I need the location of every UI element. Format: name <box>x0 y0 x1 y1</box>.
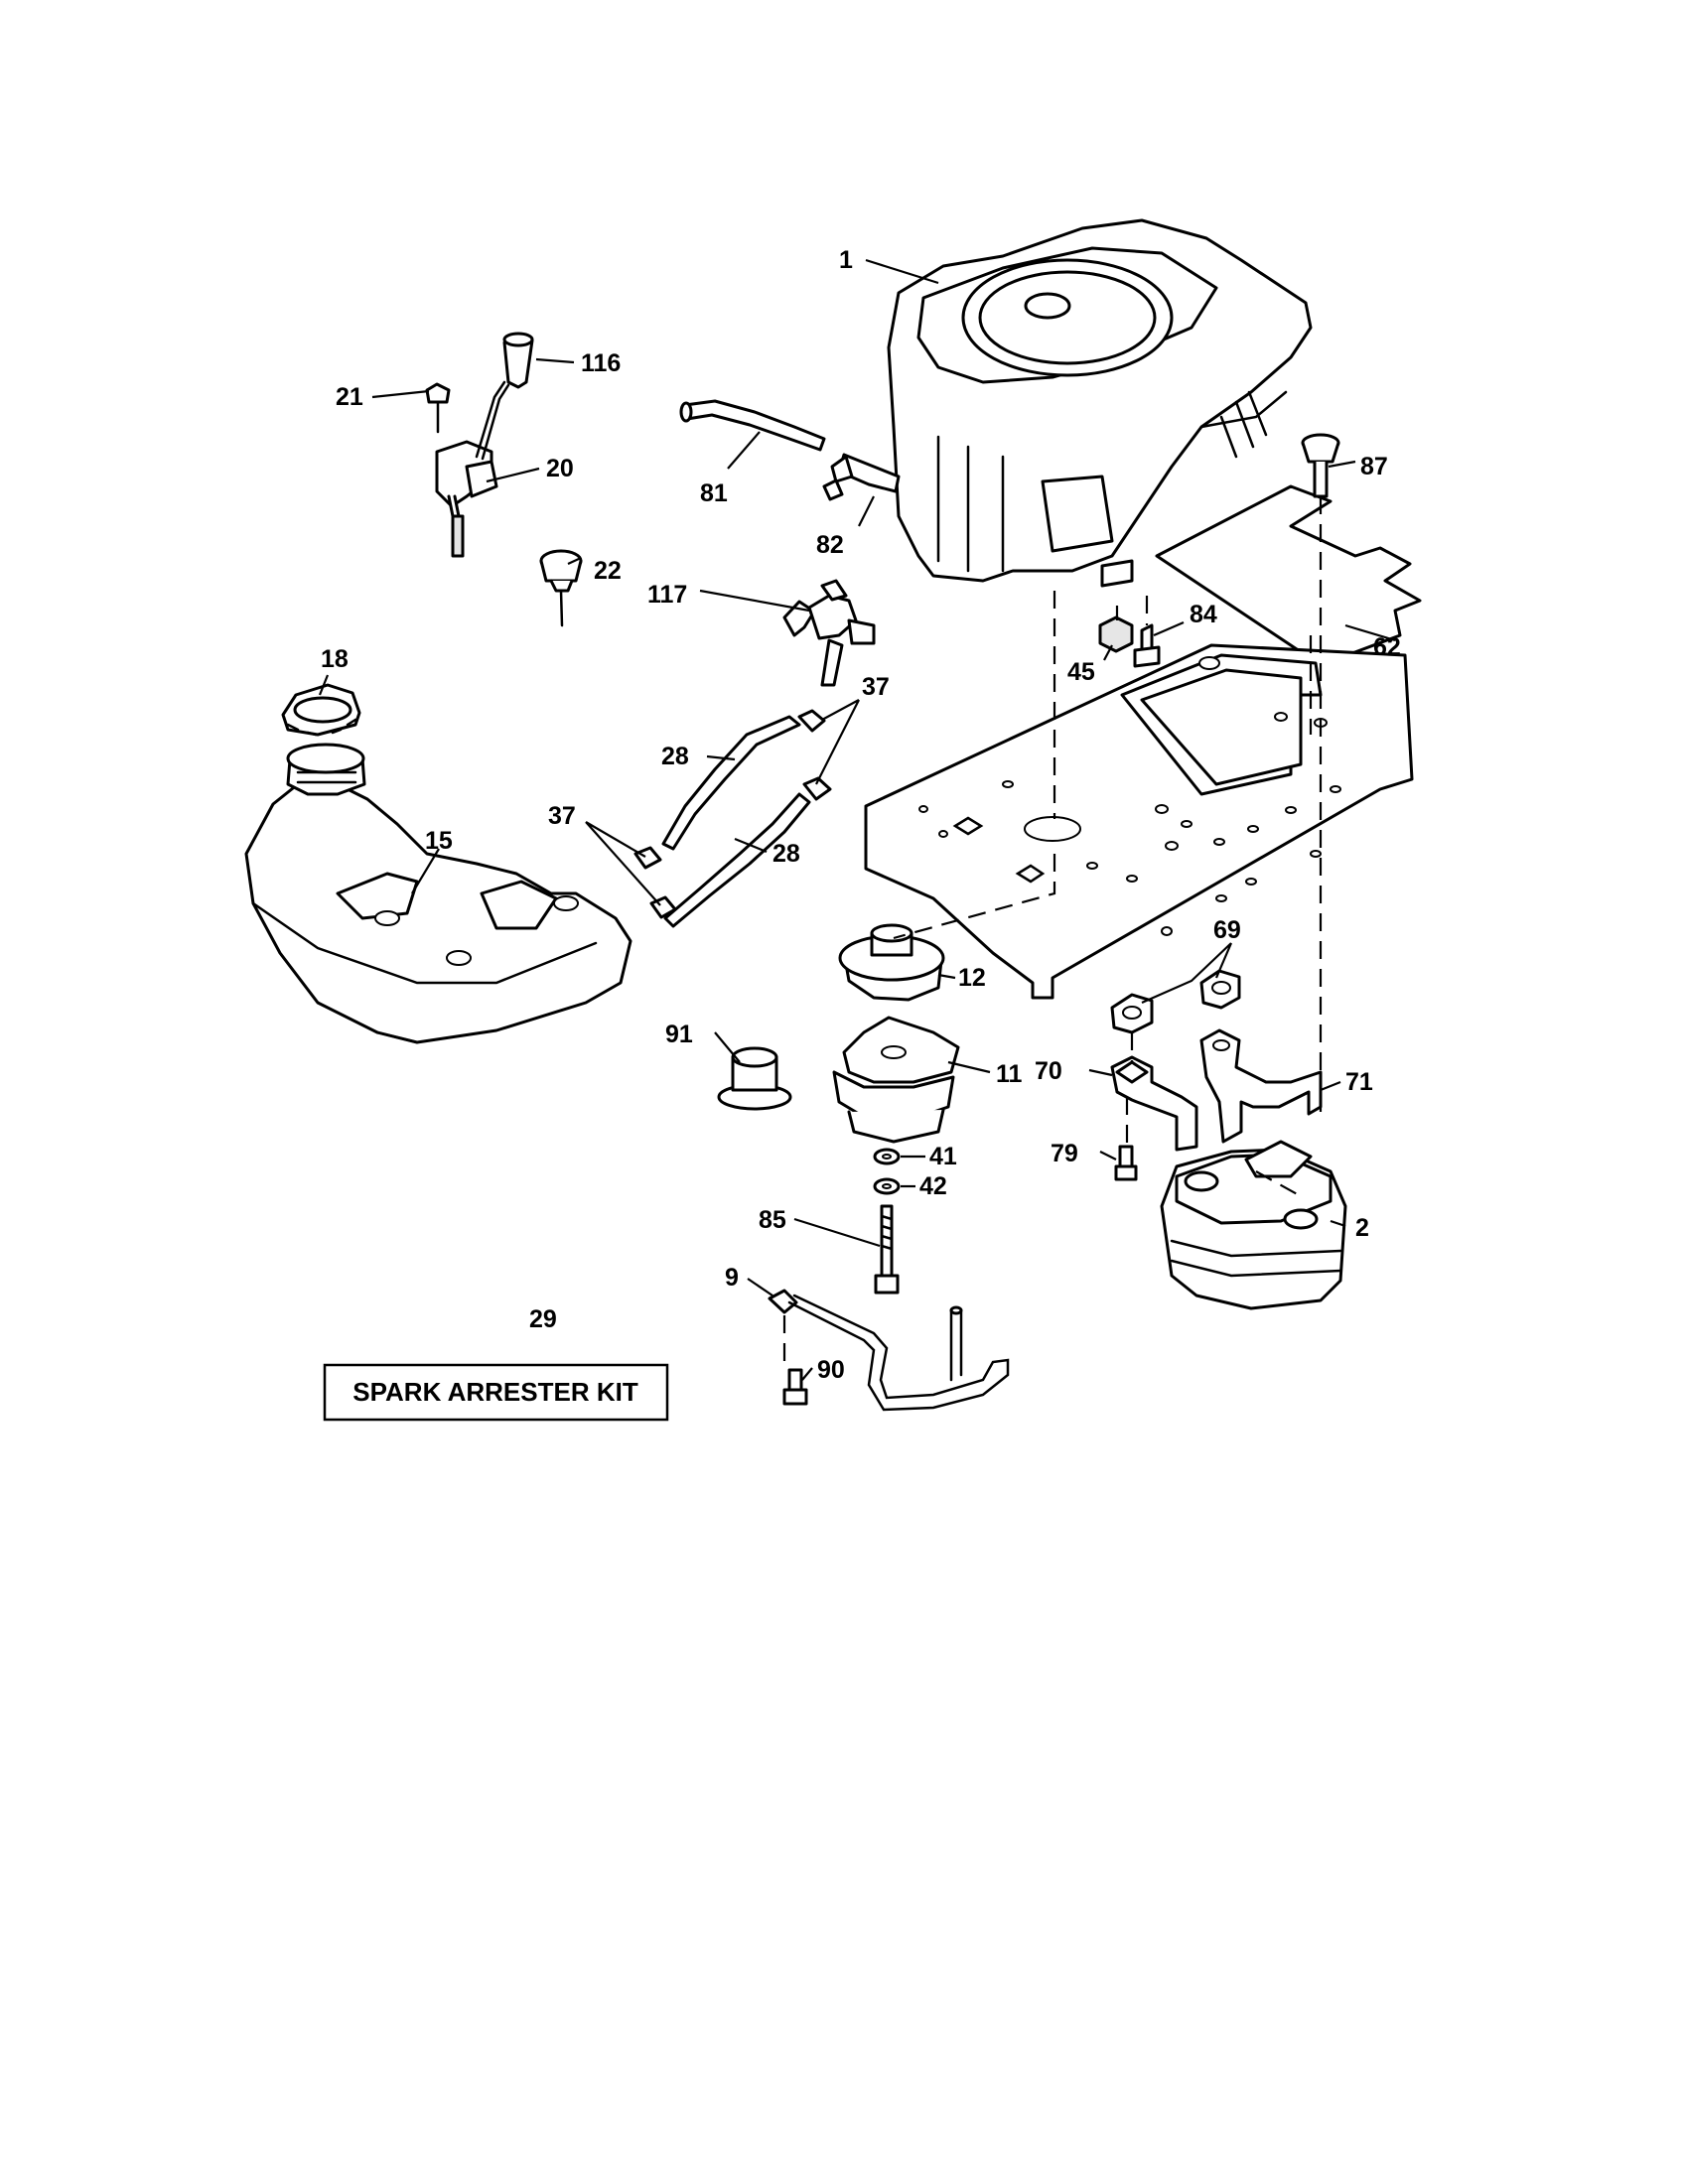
fuel-hose-28-upper <box>661 715 801 851</box>
washer-41 <box>873 1148 901 1165</box>
callout-37-top: 37 <box>862 673 890 701</box>
leader-lines <box>318 258 1396 1381</box>
callout-22: 22 <box>594 557 622 585</box>
callout-70: 70 <box>1035 1057 1062 1085</box>
callout-15: 15 <box>425 827 453 855</box>
callout-117: 117 <box>647 581 687 609</box>
washer-42 <box>873 1177 901 1195</box>
callout-18: 18 <box>321 645 349 673</box>
chassis-frame <box>864 643 1414 1000</box>
spark-arrester-kit-label: SPARK ARRESTER KIT <box>352 1377 638 1407</box>
callout-71: 71 <box>1345 1068 1373 1096</box>
gasket-69-left <box>1110 993 1154 1034</box>
callout-28-lower: 28 <box>772 840 800 868</box>
callout-45: 45 <box>1067 658 1095 686</box>
callout-87: 87 <box>1360 453 1388 480</box>
callout-37-left: 37 <box>548 802 576 830</box>
fuel-line-81 <box>679 399 826 452</box>
fuel-filter-82 <box>822 453 901 501</box>
bolt-87 <box>1301 433 1340 498</box>
callout-91: 91 <box>665 1021 693 1048</box>
callout-29: 29 <box>529 1305 557 1333</box>
screw-79 <box>1114 1145 1138 1181</box>
callout-21: 21 <box>336 383 363 411</box>
fuel-tank-15 <box>244 743 632 1044</box>
engine <box>887 218 1313 588</box>
callout-62: 62 <box>1373 633 1401 661</box>
nut-45 <box>1098 615 1134 653</box>
callout-84: 84 <box>1190 601 1217 628</box>
callout-90: 90 <box>817 1356 845 1384</box>
exhaust-pipe-70 <box>1110 1055 1198 1152</box>
callout-9: 9 <box>725 1264 739 1292</box>
bushing-91 <box>717 1046 792 1111</box>
throttle-control <box>435 380 510 558</box>
callout-82: 82 <box>816 531 844 559</box>
callout-69: 69 <box>1213 916 1241 944</box>
screw-21 <box>425 382 451 434</box>
shutoff-valve-117 <box>782 579 876 687</box>
bracket-rod-9 <box>768 1289 1010 1412</box>
clamp-37-top-upper <box>797 709 826 733</box>
exhaust-pipe-71 <box>1199 1028 1323 1144</box>
callout-41: 41 <box>929 1143 957 1170</box>
callout-79: 79 <box>1051 1140 1078 1167</box>
gasket-69-right <box>1199 969 1241 1010</box>
callout-42: 42 <box>919 1172 947 1200</box>
bolt-84 <box>1133 623 1161 668</box>
callout-28-upper: 28 <box>661 743 689 770</box>
callout-81: 81 <box>700 479 728 507</box>
clamp-37-top-lower <box>802 776 832 801</box>
fuel-cap-18 <box>281 683 361 737</box>
muffler-2 <box>1160 1140 1347 1310</box>
callout-12: 12 <box>958 964 986 992</box>
callout-1: 1 <box>839 246 853 274</box>
callout-labels: 1 116 21 20 81 82 87 22 117 84 45 62 18 … <box>321 246 1401 1384</box>
pulley-12 <box>838 923 945 1002</box>
clutch-11 <box>832 1016 960 1144</box>
screw-90 <box>782 1368 808 1406</box>
callout-2: 2 <box>1355 1214 1369 1242</box>
clamp-37-left-upper <box>633 846 662 870</box>
alignment-lines <box>782 496 1323 1370</box>
callout-85: 85 <box>759 1206 786 1234</box>
heat-shield-plate <box>1155 484 1422 667</box>
callout-20: 20 <box>546 455 574 482</box>
choke-22 <box>539 549 583 627</box>
spark-arrester-kit-box: SPARK ARRESTER KIT <box>323 1363 669 1422</box>
knob-116 <box>502 332 534 389</box>
callout-11: 11 <box>996 1060 1023 1088</box>
callout-116: 116 <box>581 349 621 377</box>
fuel-hose-28-lower <box>663 792 811 928</box>
bolt-85 <box>874 1204 900 1295</box>
